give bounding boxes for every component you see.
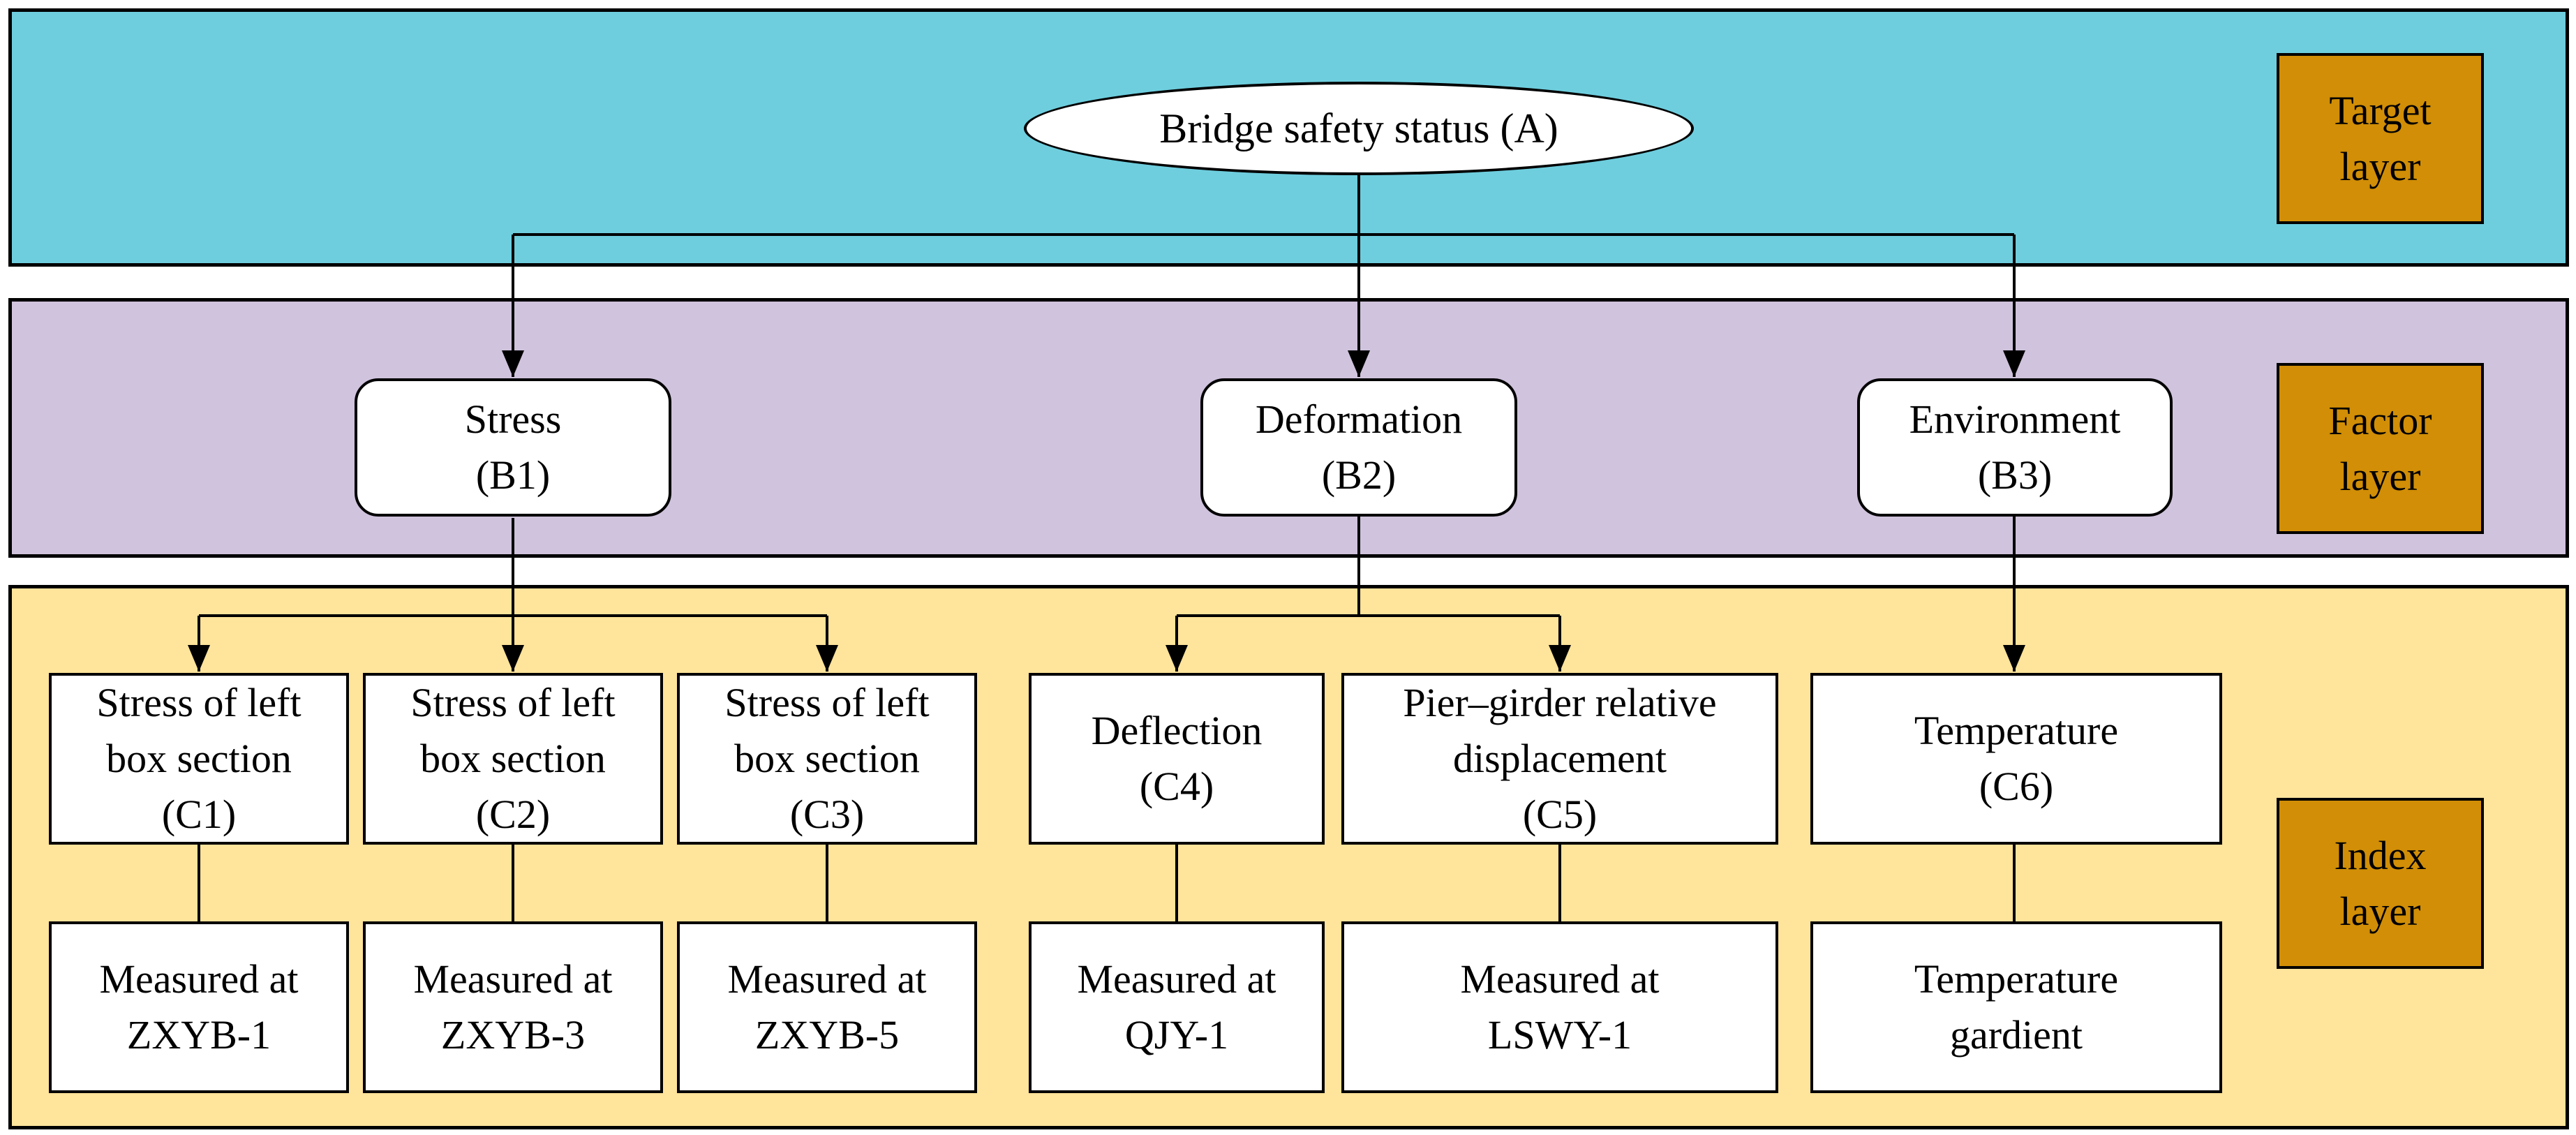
measure-2-line2: ZXYB-3 bbox=[440, 1012, 586, 1058]
factor-layer-suffix: layer bbox=[2339, 453, 2421, 499]
index-node-c6: Temperature (C6) bbox=[1810, 673, 2222, 845]
measure-6-line1: Temperature bbox=[1914, 956, 2119, 1002]
factor-node-b1: Stress (B1) bbox=[355, 378, 671, 517]
measure-2-line1: Measured at bbox=[413, 956, 613, 1002]
index-c5-line1: Pier–girder relative bbox=[1403, 680, 1717, 725]
measure-node-4: Measured at QJY-1 bbox=[1029, 921, 1325, 1093]
index-node-c2: Stress of left box section (C2) bbox=[363, 673, 663, 845]
measure-node-2: Measured at ZXYB-3 bbox=[363, 921, 663, 1093]
index-c1-line1: Stress of left bbox=[96, 680, 301, 725]
index-c2-code: (C2) bbox=[475, 792, 551, 837]
index-c3-code: (C3) bbox=[789, 792, 865, 837]
target-layer-suffix: layer bbox=[2339, 143, 2421, 189]
index-c5-line2: displacement bbox=[1452, 736, 1667, 781]
target-node: Bridge safety status (A) bbox=[1024, 82, 1694, 175]
measure-node-1: Measured at ZXYB-1 bbox=[49, 921, 349, 1093]
index-node-c1: Stress of left box section (C1) bbox=[49, 673, 349, 845]
index-c6-name: Temperature bbox=[1914, 708, 2119, 753]
index-c6-code: (C6) bbox=[1979, 764, 2054, 809]
target-layer-label: Target layer bbox=[2277, 53, 2484, 224]
index-c4-code: (C4) bbox=[1139, 764, 1214, 809]
measure-node-6: Temperature gardient bbox=[1810, 921, 2222, 1093]
factor-b1-name: Stress bbox=[464, 396, 562, 442]
measure-1-line1: Measured at bbox=[99, 956, 299, 1002]
measure-1-line2: ZXYB-1 bbox=[126, 1012, 271, 1058]
measure-5-line2: LSWY-1 bbox=[1487, 1012, 1632, 1058]
index-c5-code: (C5) bbox=[1522, 792, 1598, 837]
factor-b1-code: (B1) bbox=[475, 452, 551, 498]
measure-6-line2: gardient bbox=[1949, 1012, 2083, 1058]
target-node-label: Bridge safety status (A) bbox=[1159, 105, 1558, 151]
factor-b2-code: (B2) bbox=[1321, 452, 1397, 498]
factor-b3-name: Environment bbox=[1909, 396, 2121, 442]
index-layer-label: Index layer bbox=[2277, 798, 2484, 969]
index-node-c3: Stress of left box section (C3) bbox=[677, 673, 977, 845]
index-node-c5: Pier–girder relative displacement (C5) bbox=[1341, 673, 1778, 845]
measure-3-line1: Measured at bbox=[727, 956, 927, 1002]
index-c3-line1: Stress of left bbox=[724, 680, 930, 725]
index-c1-code: (C1) bbox=[161, 792, 237, 837]
measure-5-line1: Measured at bbox=[1460, 956, 1660, 1002]
target-layer-word: Target bbox=[2329, 87, 2432, 133]
index-node-c4: Deflection (C4) bbox=[1029, 673, 1325, 845]
measure-4-line2: QJY-1 bbox=[1124, 1012, 1229, 1058]
measure-node-3: Measured at ZXYB-5 bbox=[677, 921, 977, 1093]
index-c2-line2: box section bbox=[420, 736, 606, 781]
index-c2-line1: Stress of left bbox=[410, 680, 616, 725]
index-layer-suffix: layer bbox=[2339, 888, 2421, 934]
factor-b2-name: Deformation bbox=[1255, 396, 1463, 442]
index-c1-line2: box section bbox=[106, 736, 292, 781]
factor-layer-word: Factor bbox=[2328, 397, 2432, 443]
measure-4-line1: Measured at bbox=[1077, 956, 1276, 1002]
measure-node-5: Measured at LSWY-1 bbox=[1341, 921, 1778, 1093]
factor-node-b3: Environment (B3) bbox=[1857, 378, 2173, 517]
factor-node-b2: Deformation (B2) bbox=[1200, 378, 1517, 517]
factor-b3-code: (B3) bbox=[1977, 452, 2053, 498]
index-c4-name: Deflection bbox=[1091, 708, 1263, 753]
index-layer-word: Index bbox=[2334, 832, 2427, 878]
index-c3-line2: box section bbox=[734, 736, 920, 781]
factor-layer-label: Factor layer bbox=[2277, 363, 2484, 534]
measure-3-line2: ZXYB-5 bbox=[754, 1012, 900, 1058]
